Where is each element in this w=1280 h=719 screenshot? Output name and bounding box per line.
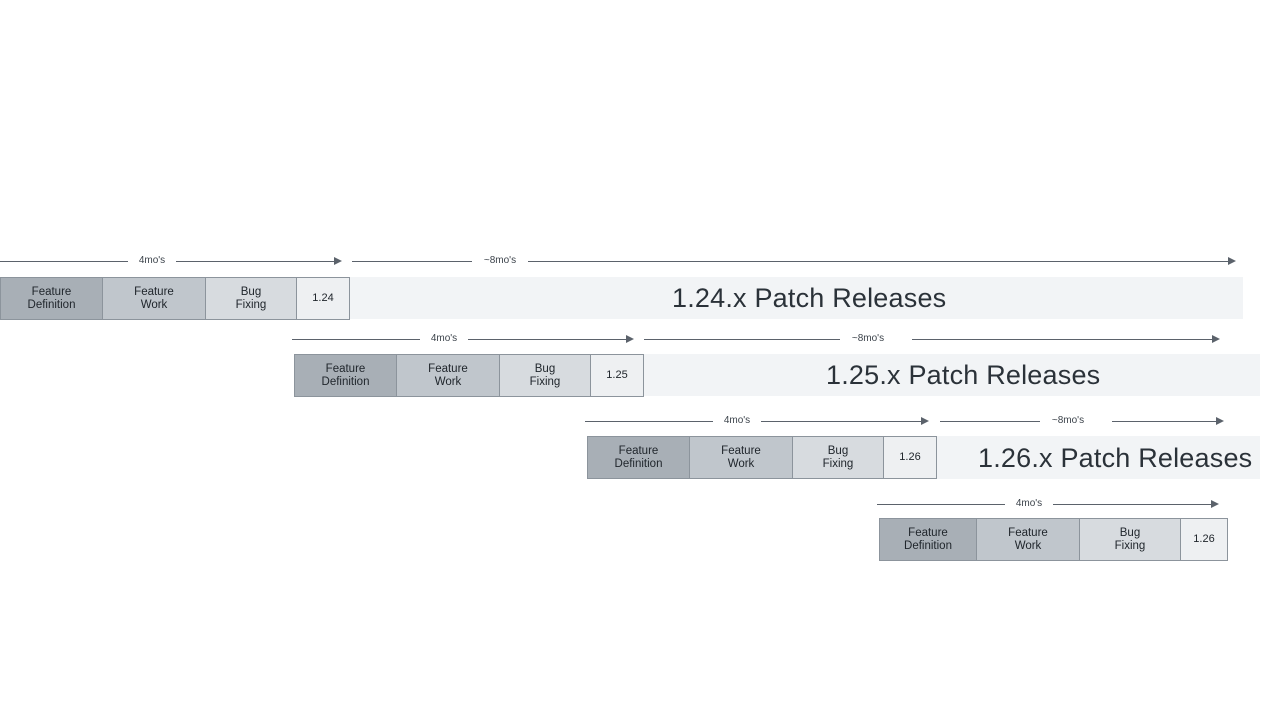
phase-label-line2: Work (727, 457, 755, 470)
phase-label-line1: Feature (1008, 526, 1048, 539)
patch-measure-label-1-26: ~8mo's (1051, 415, 1085, 426)
version-label: 1.26 (1193, 533, 1215, 545)
dev-measure-label-1-26: 4mo's (723, 415, 751, 426)
phase-label-line1: Feature (31, 285, 72, 298)
phase-label-line2: Definition (27, 298, 76, 311)
dev-measure-label-1-25: 4mo's (430, 333, 458, 344)
phase-feature-work-1-26-next[interactable]: Feature Work (976, 518, 1080, 561)
phase-bug-fixing-1-26-next[interactable]: Bug Fixing (1079, 518, 1181, 561)
phase-row-1-24: Feature Definition Feature Work Bug Fixi… (0, 277, 350, 320)
phase-label-line2: Work (434, 375, 462, 388)
phase-feature-definition-1-24[interactable]: Feature Definition (0, 277, 103, 320)
dev-measure-label-1-24: 4mo's (138, 255, 166, 266)
phase-label-line1: Feature (721, 444, 761, 457)
patch-measure-label-1-25: ~8mo's (851, 333, 885, 344)
dev-measure-1-26-next: 4mo's (877, 495, 1222, 513)
patch-measure-label-1-24: ~8mo's (483, 255, 517, 266)
phase-label-line2: Definition (614, 457, 663, 470)
phase-label-line1: Feature (908, 526, 948, 539)
patch-measure-1-26: ~8mo's (940, 412, 1230, 430)
phase-row-1-25: Feature Definition Feature Work Bug Fixi… (294, 354, 644, 397)
phase-bug-fixing-1-24[interactable]: Bug Fixing (205, 277, 297, 320)
phase-feature-definition-1-26-next[interactable]: Feature Definition (879, 518, 977, 561)
phase-label-line1: Bug (240, 285, 262, 298)
dev-measure-label-1-26-next: 4mo's (1015, 498, 1043, 509)
dev-measure-1-26: 4mo's (585, 412, 933, 430)
phase-version-1-26[interactable]: 1.26 (883, 436, 937, 479)
phase-label-line2: Fixing (235, 298, 267, 311)
phase-label-line2: Fixing (1114, 539, 1146, 552)
dev-measure-1-24: 4mo's (0, 252, 345, 270)
phase-label-line1: Feature (428, 362, 468, 375)
version-label: 1.25 (606, 369, 628, 381)
patch-title-1-26: 1.26.x Patch Releases (978, 443, 1253, 473)
phase-label-line1: Feature (618, 444, 659, 457)
phase-label-line1: Bug (827, 444, 849, 457)
patch-title-1-24: 1.24.x Patch Releases (672, 283, 947, 313)
phase-label-line2: Work (1014, 539, 1042, 552)
phase-label-line1: Bug (534, 362, 556, 375)
version-label: 1.24 (312, 292, 334, 304)
phase-label-line2: Fixing (529, 375, 561, 388)
patch-measure-1-25: ~8mo's (644, 330, 1230, 348)
phase-row-1-26-next: Feature Definition Feature Work Bug Fixi… (879, 518, 1228, 561)
phase-label-line2: Definition (321, 375, 370, 388)
phase-label-line2: Work (140, 298, 168, 311)
phase-label-line1: Bug (1119, 526, 1141, 539)
patch-title-1-25: 1.25.x Patch Releases (826, 360, 1101, 390)
patch-measure-1-24: ~8mo's (352, 252, 1238, 270)
phase-label-line2: Fixing (822, 457, 854, 470)
phase-version-1-26-next[interactable]: 1.26 (1180, 518, 1228, 561)
phase-bug-fixing-1-25[interactable]: Bug Fixing (499, 354, 591, 397)
phase-feature-definition-1-26[interactable]: Feature Definition (587, 436, 690, 479)
phase-label-line1: Feature (325, 362, 366, 375)
dev-measure-1-25: 4mo's (292, 330, 637, 348)
phase-feature-work-1-24[interactable]: Feature Work (102, 277, 206, 320)
phase-version-1-24[interactable]: 1.24 (296, 277, 350, 320)
version-label: 1.26 (899, 451, 921, 463)
phase-feature-work-1-26[interactable]: Feature Work (689, 436, 793, 479)
phase-feature-work-1-25[interactable]: Feature Work (396, 354, 500, 397)
phase-bug-fixing-1-26[interactable]: Bug Fixing (792, 436, 884, 479)
phase-row-1-26: Feature Definition Feature Work Bug Fixi… (587, 436, 937, 479)
phase-label-line2: Definition (904, 539, 952, 552)
phase-label-line1: Feature (134, 285, 174, 298)
phase-feature-definition-1-25[interactable]: Feature Definition (294, 354, 397, 397)
phase-version-1-25[interactable]: 1.25 (590, 354, 644, 397)
